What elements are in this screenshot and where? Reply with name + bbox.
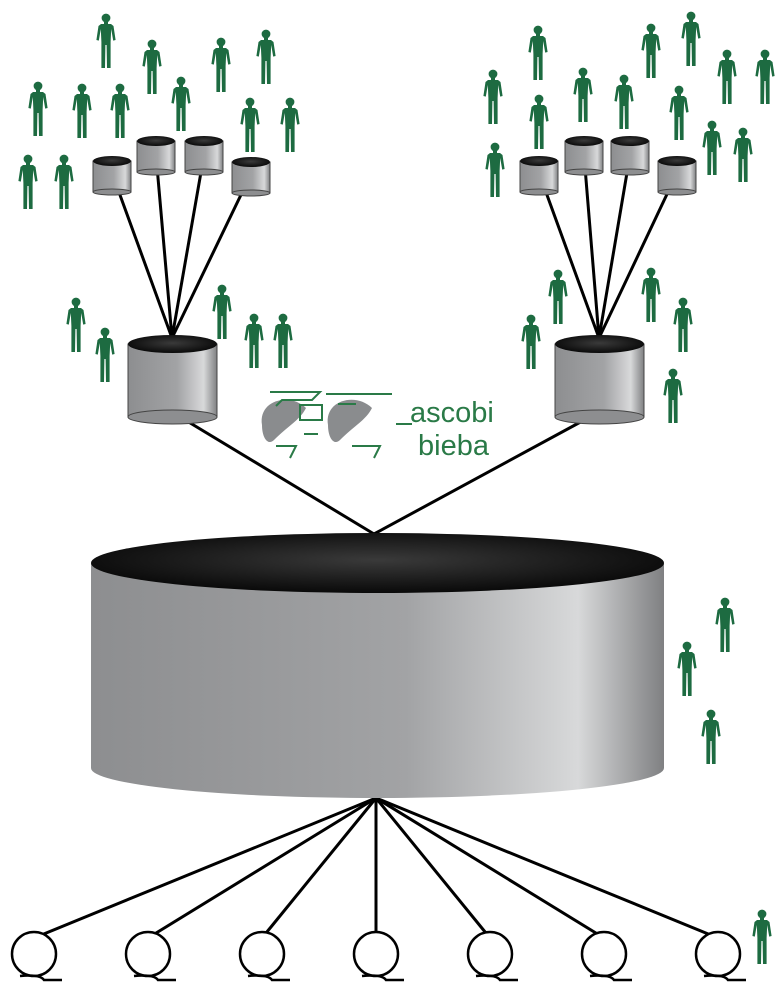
database-icon <box>136 136 176 176</box>
database-icon <box>91 533 664 798</box>
person-icon <box>142 39 162 94</box>
person-icon <box>244 313 264 368</box>
person-icon <box>483 69 503 124</box>
person-icon <box>673 297 693 352</box>
logo-text-line1: ascobi <box>410 397 494 429</box>
person-icon <box>702 120 722 175</box>
terminal-icon <box>466 930 518 982</box>
person-icon <box>681 11 701 66</box>
person-icon <box>273 313 293 368</box>
person-icon <box>280 97 300 152</box>
person-icon <box>529 94 549 149</box>
database-icon <box>657 156 697 196</box>
database-icon <box>554 335 645 425</box>
person-icon <box>521 314 541 369</box>
person-icon <box>72 83 92 138</box>
person-icon <box>717 49 737 104</box>
person-icon <box>96 13 116 68</box>
person-icon <box>256 29 276 84</box>
person-icon <box>669 85 689 140</box>
person-icon <box>18 154 38 209</box>
person-icon <box>485 142 505 197</box>
person-icon <box>54 154 74 209</box>
database-icon <box>92 156 132 196</box>
person-icon <box>573 67 593 122</box>
person-icon <box>614 74 634 129</box>
person-icon <box>171 76 191 131</box>
person-icon <box>733 127 753 182</box>
person-icon <box>701 709 721 764</box>
person-icon <box>528 25 548 80</box>
person-icon <box>641 267 661 322</box>
person-icon <box>211 37 231 92</box>
person-icon <box>212 284 232 339</box>
database-icon <box>231 157 271 197</box>
person-icon <box>66 297 86 352</box>
person-icon <box>110 83 130 138</box>
terminal-icon <box>10 930 62 982</box>
logo: ascobi bieba <box>261 391 494 462</box>
person-icon <box>95 327 115 382</box>
person-icon <box>641 23 661 78</box>
terminal-icon <box>238 930 290 982</box>
person-icon <box>240 97 260 152</box>
terminal-icon <box>352 930 404 982</box>
database-icon <box>610 136 650 176</box>
database-icon <box>184 136 224 176</box>
connection-lines <box>33 154 719 940</box>
person-icon <box>752 909 772 964</box>
database-icon <box>127 335 218 425</box>
terminal-icon <box>580 930 632 982</box>
database-icon <box>564 136 604 176</box>
database-icon <box>519 156 559 196</box>
person-icon <box>28 81 48 136</box>
terminal-icon <box>124 930 176 982</box>
person-icon <box>548 269 568 324</box>
logo-mark-icon <box>261 391 412 459</box>
person-icon <box>677 641 697 696</box>
person-icon <box>715 597 735 652</box>
terminal-icon <box>694 930 746 982</box>
person-icon <box>663 368 683 423</box>
logo-text-line2: bieba <box>418 430 490 462</box>
person-icon <box>755 49 775 104</box>
